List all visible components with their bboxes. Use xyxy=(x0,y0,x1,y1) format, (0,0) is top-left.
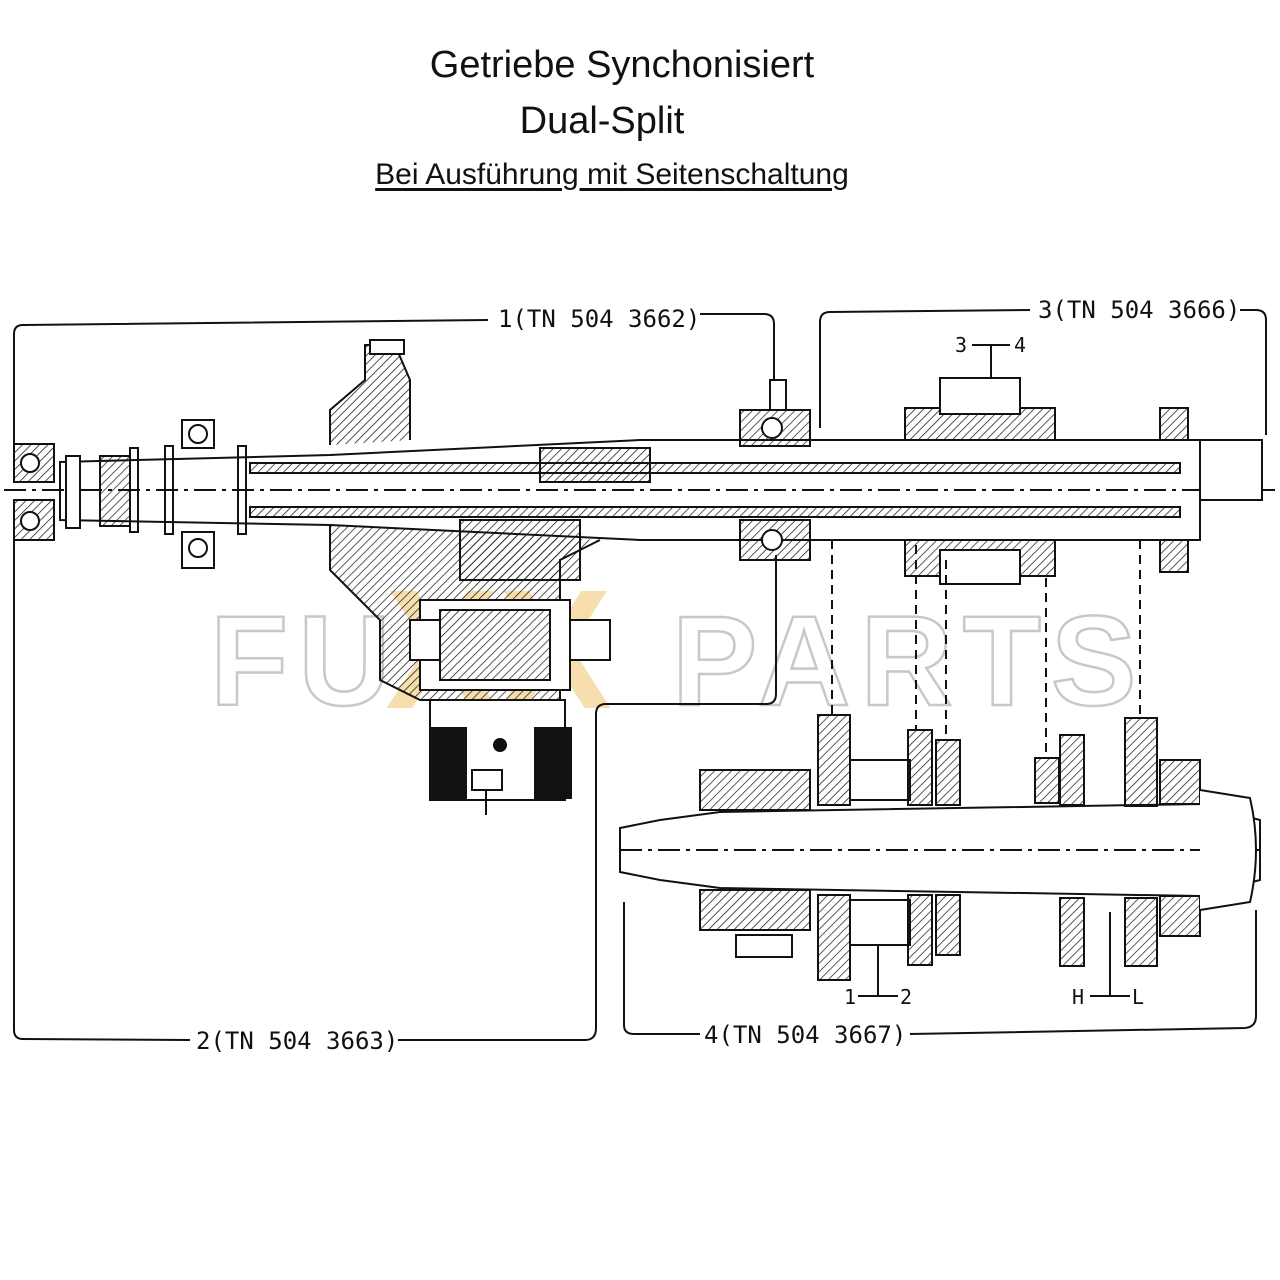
gear-5-bottom xyxy=(1059,897,1085,967)
gear-cluster-bottom xyxy=(459,519,581,581)
taper-bearing-top xyxy=(699,769,811,811)
marker-2: 2 xyxy=(900,985,912,1009)
gear-6-bottom xyxy=(1124,897,1158,967)
pto-unit-gear xyxy=(439,609,551,681)
marker-1: 1 xyxy=(844,985,856,1009)
upper-housing-bracket xyxy=(329,344,411,445)
marker-4: 4 xyxy=(1014,333,1026,357)
marker-l: L xyxy=(1132,985,1144,1009)
gear-3-top xyxy=(935,739,961,806)
shift-marker-h-l: H L xyxy=(1072,912,1144,1009)
mid-bearing-bolt xyxy=(769,379,787,411)
right-bearing-top xyxy=(1159,407,1189,441)
gear-1-top xyxy=(817,714,851,806)
callout-1-label: 1(TN 504 3662) xyxy=(498,305,700,333)
mid-bearing-ball-top xyxy=(761,417,783,439)
shaft-hatch-top xyxy=(249,462,1181,474)
diagram-subtitle: Dual-Split xyxy=(519,100,685,142)
main-shaft-assembly xyxy=(4,339,1275,815)
pto-unit-shaft-left xyxy=(409,619,441,661)
watermark-right: PARTS xyxy=(672,590,1146,733)
shaft-spline-rings xyxy=(65,445,247,535)
caption-text: Bei Ausführung mit Seitenschaltung xyxy=(375,158,849,191)
synchro-12-top xyxy=(849,759,911,801)
lever-nut xyxy=(471,769,503,791)
upper-bolt-head xyxy=(369,339,405,355)
callout-4-line-right xyxy=(909,910,1257,1035)
watermark-left: FU xyxy=(210,590,401,733)
lever-pad-right xyxy=(534,727,572,799)
callout-frames xyxy=(13,309,1267,1041)
marker-h: H xyxy=(1072,985,1084,1009)
synchro-hub-bottom xyxy=(939,549,1021,585)
shaft-bearing-housings xyxy=(181,419,215,569)
mid-bearing-ball-bottom xyxy=(761,529,783,551)
end-bearing-bottom xyxy=(1159,895,1201,937)
callout-3-line-left xyxy=(819,309,1031,428)
synchro-12-bottom xyxy=(849,899,911,946)
taper-bearing-bottom xyxy=(699,889,811,931)
gear-2-top xyxy=(907,729,933,806)
projection-lines xyxy=(831,540,1141,758)
callout-4-line-left xyxy=(623,902,700,1035)
diagram-title: Getriebe Synchonisiert xyxy=(429,44,815,86)
end-bearing-top xyxy=(1159,759,1201,805)
pto-unit-shaft-right xyxy=(569,619,611,661)
diagram-caption: Bei Ausführung mit Seitenschaltung xyxy=(0,158,1252,192)
countershaft-bolt xyxy=(735,934,793,958)
shaft-hatch-bottom xyxy=(249,506,1181,518)
end-cone xyxy=(1199,789,1257,911)
lever-pivot xyxy=(493,738,507,752)
callout-3-line-right xyxy=(1240,309,1267,435)
gear-cluster-top xyxy=(539,447,651,483)
shift-marker-3-4: 3 4 xyxy=(955,333,1026,378)
gear-1-bottom xyxy=(817,894,851,981)
marker-3: 3 xyxy=(955,333,967,357)
left-bearing-ball-top xyxy=(20,453,40,473)
gear-5-top xyxy=(1059,734,1085,806)
gear-2-bottom xyxy=(907,894,933,966)
gear-6-top xyxy=(1124,717,1158,807)
right-shaft-end xyxy=(1199,439,1263,501)
callout-2-line-left xyxy=(13,535,191,1041)
callout-4-label: 4(TN 504 3667) xyxy=(704,1021,906,1049)
callout-3-label: 3(TN 504 3666) xyxy=(1038,296,1240,324)
callout-1-line-left xyxy=(13,319,489,445)
callout-1-line-right xyxy=(700,313,775,380)
gear-4-top xyxy=(1034,757,1060,804)
gear-3-bottom xyxy=(935,894,961,956)
shift-marker-1-2: 1 2 xyxy=(844,945,912,1009)
lever-pad-left xyxy=(429,727,467,799)
synchro-hub-top xyxy=(939,377,1021,415)
callout-2-line-right xyxy=(398,555,777,1041)
countershaft-assembly xyxy=(619,714,1261,981)
left-bearing-ball-bottom xyxy=(20,511,40,531)
callout-2-label: 2(TN 504 3663) xyxy=(196,1027,398,1055)
right-bearing-bottom xyxy=(1159,539,1189,573)
